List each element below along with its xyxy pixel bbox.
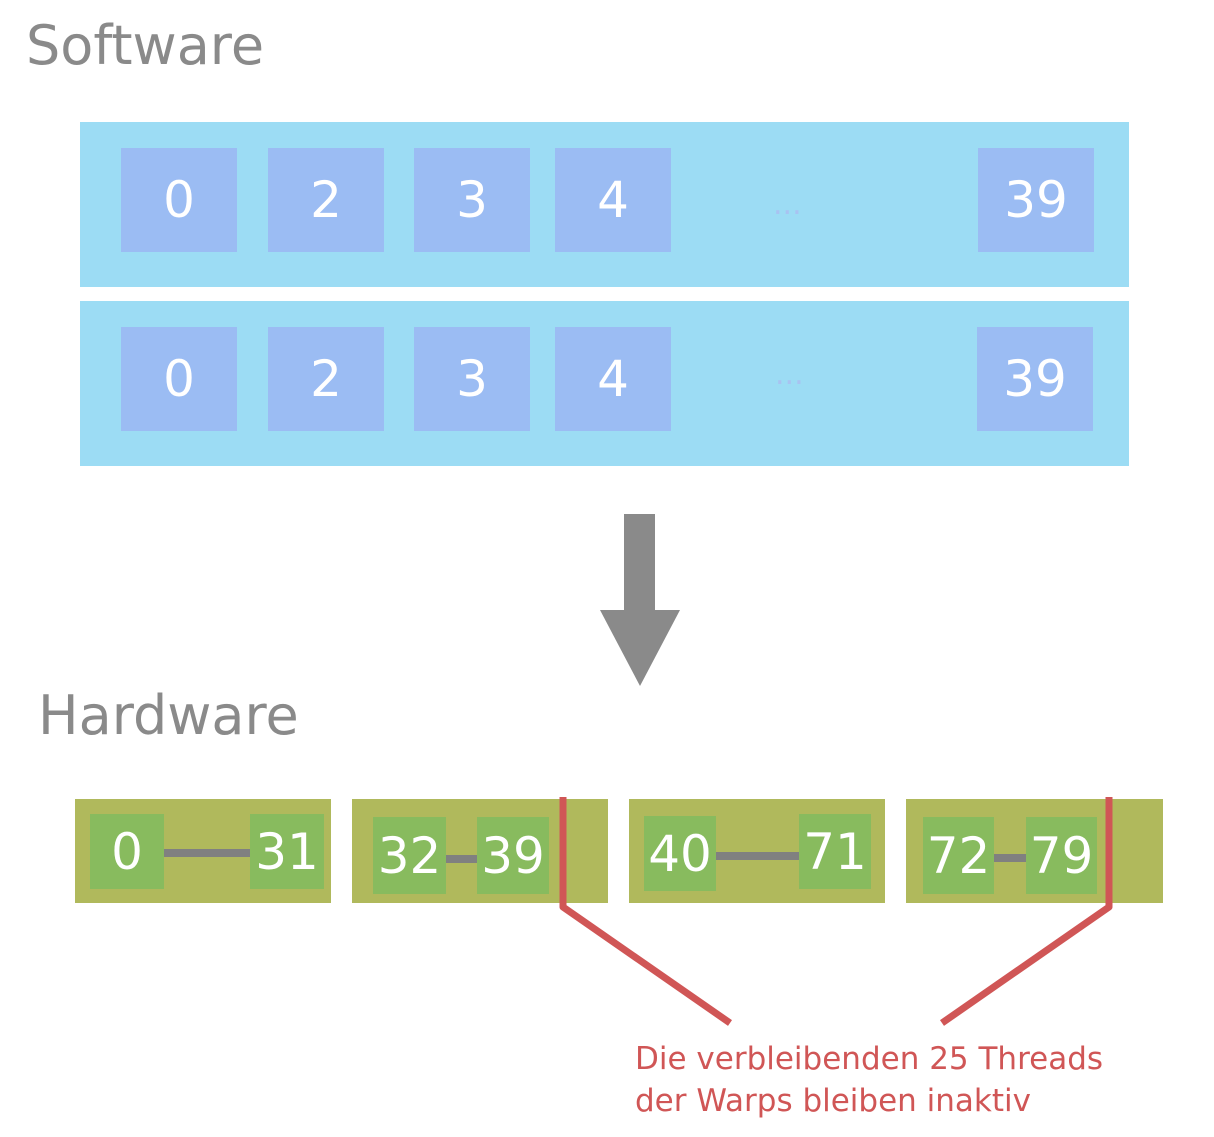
thread-cell: 39 [978,148,1094,252]
arrow-down-icon [600,514,680,686]
ellipsis: ... [773,187,802,222]
note-line-2: der Warps bleiben inaktiv [635,1083,1031,1119]
thread-cell: 3 [414,327,530,431]
software-title: Software [26,14,265,77]
lane-first: 32 [373,817,446,894]
thread-cell: 3 [414,148,530,252]
inactive-threads-note: Die verbleibenden 25 Threads der Warps b… [635,1038,1103,1122]
thread-cell: 2 [268,148,384,252]
lane-connector [716,852,800,860]
thread-cell: 0 [121,327,237,431]
thread-cell: 2 [268,327,384,431]
lane-first: 72 [923,817,994,894]
ellipsis: ... [775,357,804,392]
thread-cell: 4 [555,148,671,252]
lane-last: 31 [250,814,324,889]
thread-cell: 0 [121,148,237,252]
lane-first: 0 [90,814,164,889]
thread-cell: 39 [977,327,1093,431]
lane-connector [446,855,478,863]
lane-last: 79 [1026,817,1097,894]
lane-first: 40 [644,816,716,891]
lane-connector [164,849,252,857]
lane-last: 71 [799,814,871,889]
note-line-1: Die verbleibenden 25 Threads [635,1041,1104,1077]
thread-cell: 4 [555,327,671,431]
lane-last: 39 [477,817,549,894]
hardware-title: Hardware [38,684,299,747]
lane-connector [994,854,1026,862]
